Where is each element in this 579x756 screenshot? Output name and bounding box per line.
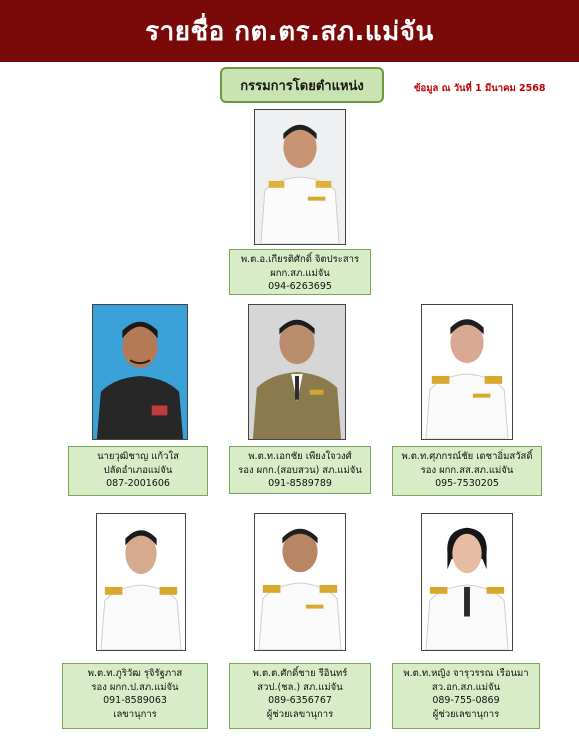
- member-position: ผกก.สภ.แม่จัน: [270, 267, 330, 279]
- member-photo: [96, 513, 186, 651]
- member-photo: [92, 304, 188, 440]
- member-phone: 094-6263695: [268, 281, 332, 292]
- member-role: เลขานุการ: [113, 708, 157, 720]
- member-phone: 091-8589789: [268, 478, 332, 489]
- member-photo: [421, 513, 513, 651]
- member-card: พ.ต.ต.ศักดิ์ชาย รีอินทร์ สวป.(ชล.) สภ.แม…: [229, 663, 371, 729]
- member-photo-chief: [254, 109, 346, 245]
- member-position: รอง ผกก.ป.สภ.แม่จัน: [91, 681, 179, 693]
- member-phone: 089-6356767: [268, 695, 332, 706]
- member-position: ปลัดอำเภอแม่จัน: [103, 464, 173, 476]
- member-phone: 089-755-0869: [432, 695, 500, 706]
- member-name: พ.ต.ท.เอกชัย เพียงใจวงศ์: [248, 451, 352, 462]
- page-header: รายชื่อ กต.ตร.สภ.แม่จัน: [0, 0, 579, 62]
- member-name: พ.ต.ต.ศักดิ์ชาย รีอินทร์: [252, 668, 348, 679]
- page-title: รายชื่อ กต.ตร.สภ.แม่จัน: [145, 16, 434, 47]
- member-photo: [421, 304, 513, 440]
- member-position: รอง ผกก.สส.สภ.แม่จัน: [420, 464, 514, 476]
- member-photo: [248, 304, 346, 440]
- date-note: ข้อมูล ณ วันที่ 1 มีนาคม 2568: [414, 83, 546, 94]
- member-name: พ.ต.ท.หญิง จารุวรรณ เรือนมา: [403, 668, 529, 679]
- member-phone: 087-2001606: [106, 478, 170, 489]
- member-card: พ.ต.ท.เอกชัย เพียงใจวงศ์ รอง ผกก.(สอบสวน…: [229, 446, 371, 494]
- member-phone: 091-8589063: [103, 695, 167, 706]
- member-name: พ.ต.ท.ศุภกรณ์ชัย เดชาอิ่มสวัสดิ์: [401, 451, 533, 462]
- member-card: นายวุฒิชาญ แก้วใส ปลัดอำเภอแม่จัน 087-20…: [68, 446, 208, 496]
- member-card: พ.ต.ท.หญิง จารุวรรณ เรือนมา สว.อก.สภ.แม่…: [392, 663, 540, 729]
- member-role: ผู้ช่วยเลขานุการ: [432, 708, 500, 720]
- member-name: พ.ต.อ.เกียรติศักดิ์ จิตประสาร: [240, 254, 360, 265]
- member-position: สวป.(ชล.) สภ.แม่จัน: [257, 681, 343, 693]
- member-phone: 095-7530205: [435, 478, 499, 489]
- section-label: กรรมการโดยตำแหน่ง: [240, 78, 364, 94]
- section-label-box: กรรมการโดยตำแหน่ง: [220, 67, 384, 103]
- member-card: พ.ต.ท.ศุภกรณ์ชัย เดชาอิ่มสวัสดิ์ รอง ผกก…: [392, 446, 542, 496]
- member-role: ผู้ช่วยเลขานุการ: [266, 708, 334, 720]
- member-position: สว.อก.สภ.แม่จัน: [431, 681, 501, 693]
- member-card: พ.ต.ท.ภูริวัฒ รุจิรัฐภาส รอง ผกก.ป.สภ.แม…: [62, 663, 208, 729]
- member-card: พ.ต.อ.เกียรติศักดิ์ จิตประสาร ผกก.สภ.แม่…: [229, 249, 371, 295]
- member-position: รอง ผกก.(สอบสวน) สภ.แม่จัน: [238, 464, 362, 476]
- member-name: นายวุฒิชาญ แก้วใส: [97, 451, 179, 462]
- member-photo: [254, 513, 346, 651]
- member-name: พ.ต.ท.ภูริวัฒ รุจิรัฐภาส: [87, 668, 183, 679]
